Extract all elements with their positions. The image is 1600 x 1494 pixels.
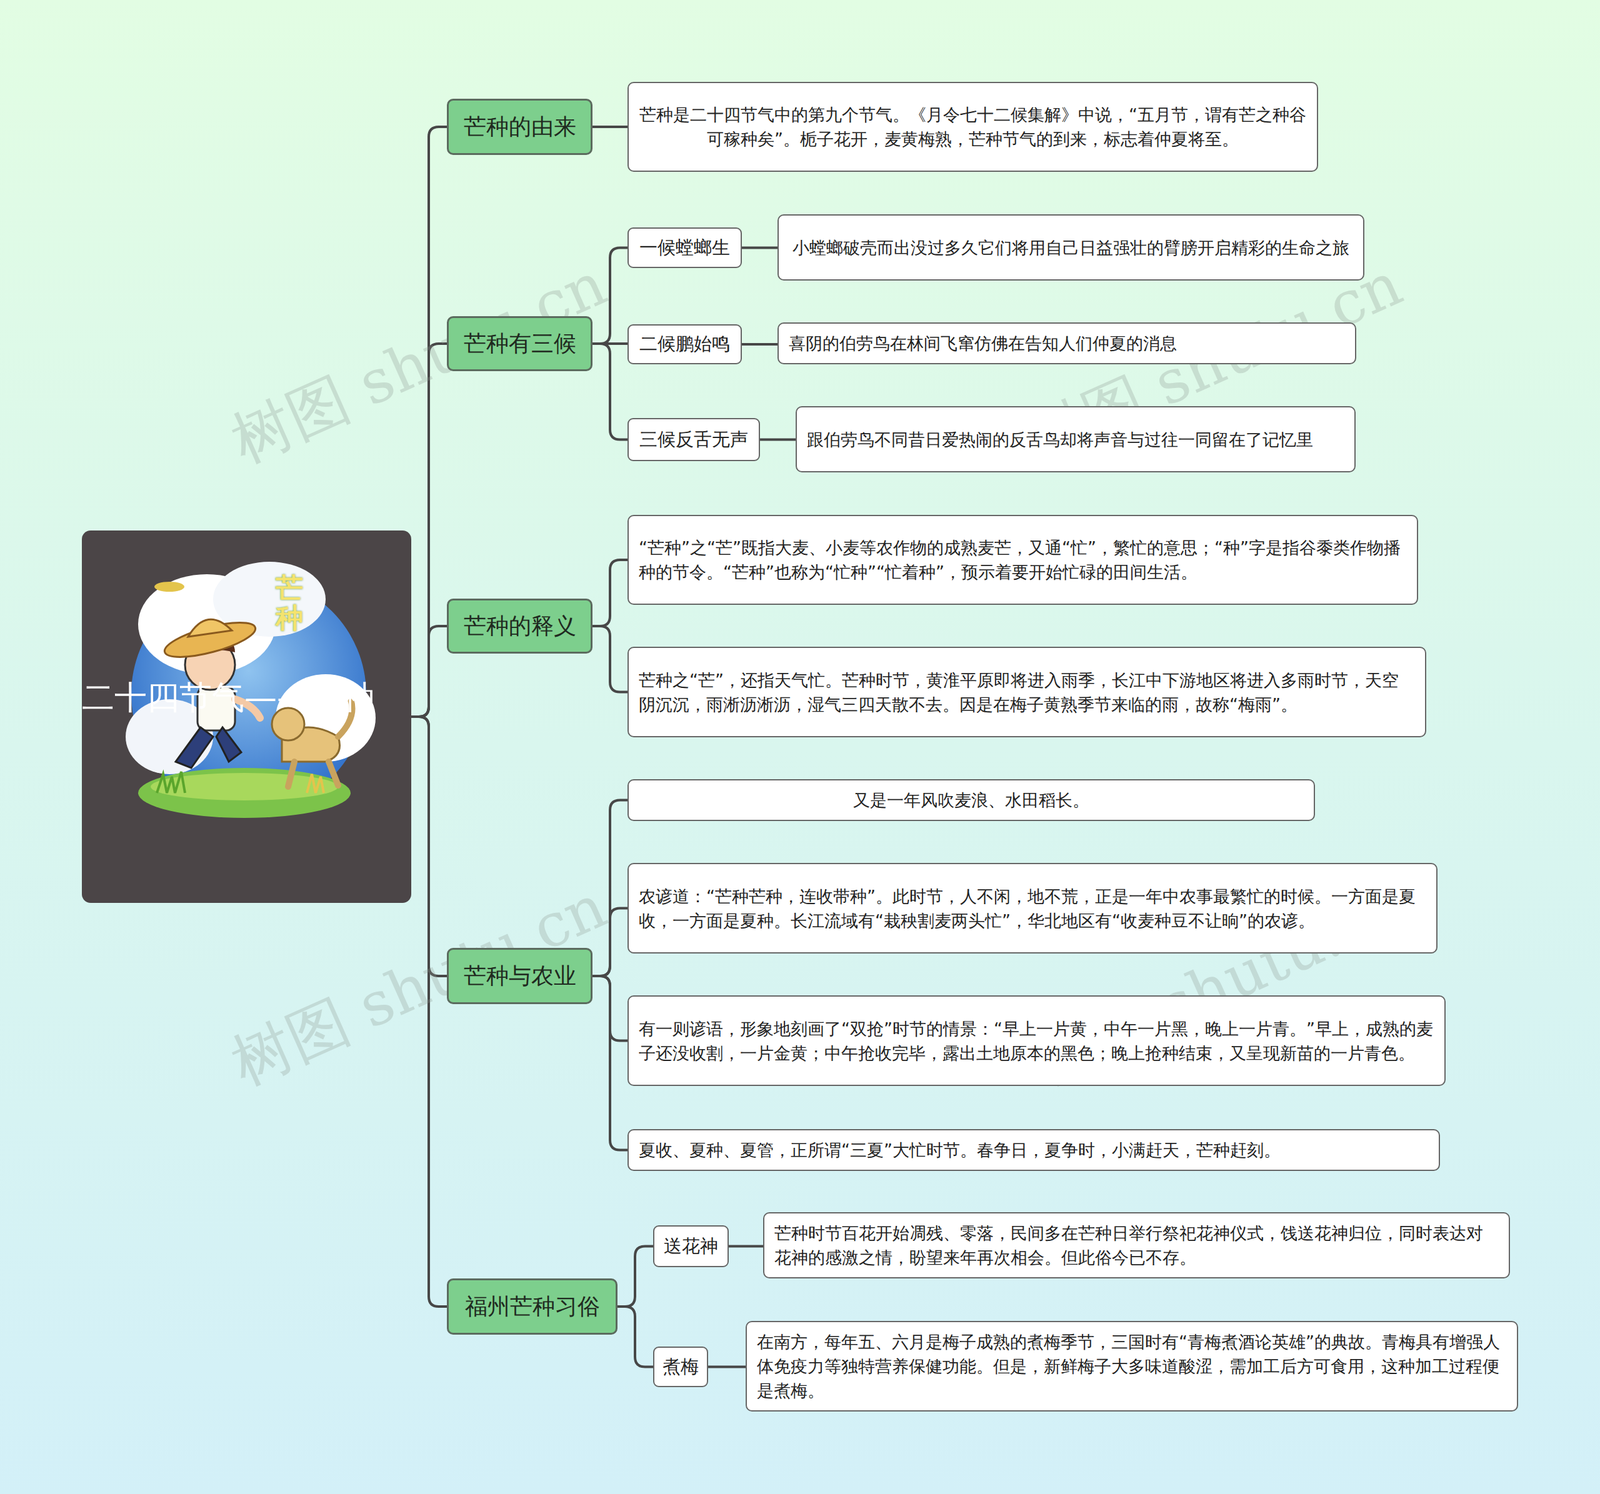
- topic-box: 芒种时节百花开始凋残、零落，民间多在芒种日举行祭祀花神仪式，饯送花神归位，同时表…: [763, 1212, 1510, 1279]
- node-text: “芒种”之“芒”既指大麦、小麦等农作物的成熟麦芒，又通“忙”，繁忙的意思；“种”…: [638, 535, 1407, 585]
- connector: [411, 626, 447, 717]
- node-text: 芒种的由来: [463, 111, 577, 143]
- node-text: 福州芒种习俗: [465, 1291, 600, 1323]
- topic-box: “芒种”之“芒”既指大麦、小麦等农作物的成熟麦芒，又通“忙”，繁忙的意思；“种”…: [627, 515, 1419, 605]
- illustration-title: 芒种: [275, 573, 304, 634]
- topic-box: 一候螳螂生: [627, 227, 742, 269]
- connector: [741, 246, 778, 250]
- branch-box: 芒种有三候: [446, 316, 593, 372]
- node-text: 送花神: [663, 1234, 719, 1260]
- root-title: 二十四节气——芒种: [81, 676, 375, 720]
- connector: [760, 438, 796, 442]
- connector: [411, 126, 447, 717]
- connector: [592, 560, 628, 627]
- topic-box: 小螳螂破壳而出没过多久它们将用自己日益强壮的臂膀开启精彩的生命之旅: [777, 214, 1365, 281]
- node-text: 农谚道：“芒种芒种，连收带种”。此时节，人不闲，地不荒，正是一年中农事最繁忙的时…: [638, 884, 1427, 934]
- connector: [728, 1245, 764, 1249]
- topic-box: 在南方，每年五、六月是梅子成熟的煮梅季节，三国时有“青梅煮酒论英雄”的典故。青梅…: [745, 1321, 1519, 1412]
- connector: [592, 976, 628, 1151]
- node-text: 芒种有三候: [463, 328, 577, 360]
- connector: [741, 343, 778, 346]
- connector: [592, 125, 628, 129]
- branch-box: 芒种与农业: [446, 948, 593, 1005]
- branch-box: 芒种的由来: [446, 98, 593, 155]
- node-text: 煮梅: [662, 1355, 699, 1380]
- topic-box: 又是一年风吹麦浪、水田稻长。: [627, 779, 1315, 822]
- topic-box: 芒种之“芒”，还指天气忙。芒种时节，黄淮平原即将进入雨季，长江中下游地区将进入多…: [627, 646, 1427, 738]
- node-text: 夏收、夏种、夏管，正所谓“三夏”大忙时节。春争日，夏争时，小满赶天，芒种赶刻。: [638, 1138, 1281, 1163]
- topic-box: 芒种是二十四节气中的第九个节气。《月令七十二候集解》中说，“五月节，谓有芒之种谷…: [627, 81, 1319, 172]
- node-text: 二候鹏始鸣: [639, 331, 730, 357]
- topic-box: 夏收、夏种、夏管，正所谓“三夏”大忙时节。春争日，夏争时，小满赶天，芒种赶刻。: [627, 1129, 1440, 1172]
- root-box: 芒种二十四节气——芒种: [81, 530, 412, 904]
- connector: [592, 343, 628, 440]
- node-text: 芒种是二十四节气中的第九个节气。《月令七十二候集解》中说，“五月节，谓有芒之种谷…: [638, 102, 1307, 152]
- node-text: 又是一年风吹麦浪、水田稻长。: [853, 788, 1090, 813]
- branch-box: 芒种的释义: [446, 598, 593, 654]
- topic-box: 跟伯劳鸟不同昔日爱热闹的反舌鸟却将声音与过往一同留在了记忆里: [795, 406, 1356, 473]
- topic-box: 三候反舌无声: [627, 418, 760, 462]
- connector: [708, 1366, 746, 1369]
- topic-box: 煮梅: [653, 1346, 709, 1388]
- topic-box: 送花神: [653, 1225, 729, 1268]
- node-text: 芒种时节百花开始凋残、零落，民间多在芒种日举行祭祀花神仪式，饯送花神归位，同时表…: [774, 1221, 1499, 1270]
- node-text: 跟伯劳鸟不同昔日爱热闹的反舌鸟却将声音与过往一同留在了记忆里: [806, 427, 1314, 452]
- node-text: 芒种与农业: [463, 961, 577, 992]
- node-text: 有一则谚语，形象地刻画了“双抢”时节的情景：“早上一片黄，中午一片黑，晚上一片青…: [638, 1016, 1435, 1066]
- node-text: 在南方，每年五、六月是梅子成熟的煮梅季节，三国时有“青梅煮酒论英雄”的典故。青梅…: [756, 1330, 1507, 1404]
- node-text: 一候螳螂生: [639, 235, 730, 261]
- connector: [617, 1246, 654, 1308]
- topic-box: 有一则谚语，形象地刻画了“双抢”时节的情景：“早上一片黄，中午一片黑，晚上一片青…: [627, 995, 1446, 1087]
- connector: [617, 1306, 654, 1368]
- topic-box: 农谚道：“芒种芒种，连收带种”。此时节，人不闲，地不荒，正是一年中农事最繁忙的时…: [627, 863, 1438, 954]
- topic-box: 二候鹏始鸣: [627, 324, 742, 365]
- illustration: [81, 530, 412, 904]
- node-text: 芒种的释义: [463, 611, 577, 642]
- connector: [592, 626, 628, 693]
- node-text: 小螳螂破壳而出没过多久它们将用自己日益强壮的臂膀开启精彩的生命之旅: [792, 235, 1350, 260]
- topic-box: 喜阴的伯劳鸟在林间飞窜仿佛在告知人们仲夏的消息: [777, 322, 1357, 365]
- node-text: 三候反舌无声: [639, 427, 749, 453]
- node-text: 喜阴的伯劳鸟在林间飞窜仿佛在告知人们仲夏的消息: [788, 331, 1177, 356]
- node-text: 芒种之“芒”，还指天气忙。芒种时节，黄淮平原即将进入雨季，长江中下游地区将进入多…: [638, 668, 1415, 717]
- branch-box: 福州芒种习俗: [446, 1278, 618, 1335]
